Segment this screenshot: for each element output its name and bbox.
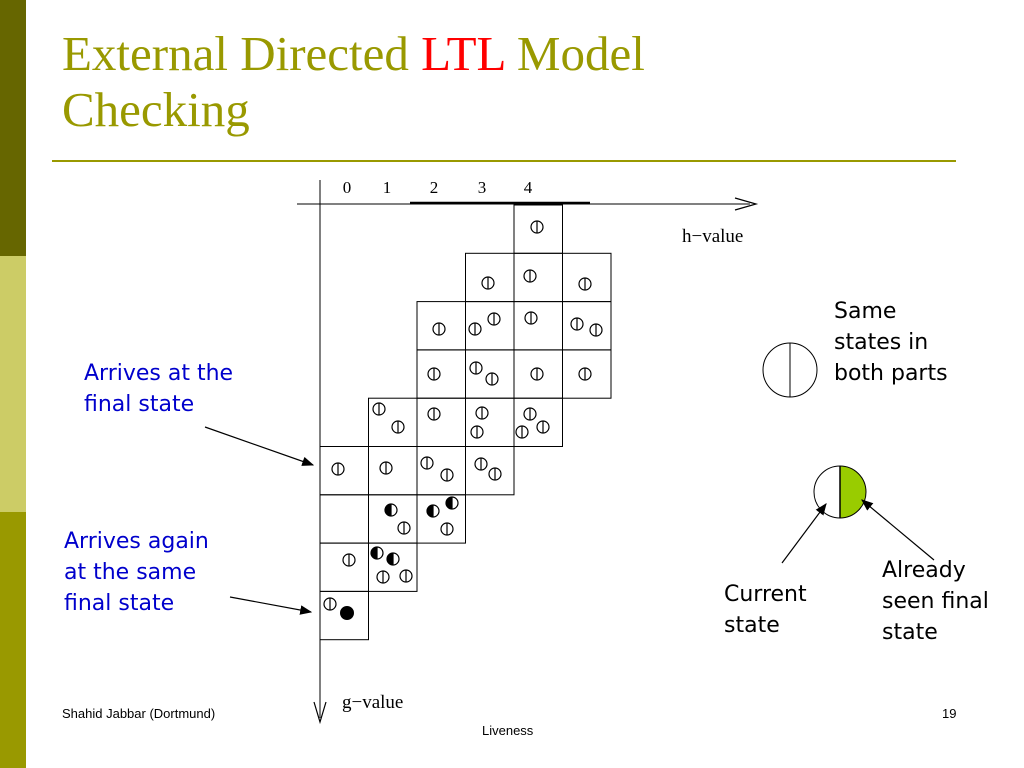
legend-current-state-text: Current state: [724, 582, 807, 638]
grid-cell: [319, 494, 369, 544]
note-arrives-final: Arrives at the final state: [84, 361, 234, 417]
state-stone: [578, 367, 592, 381]
sidebar-block-light: [0, 256, 26, 512]
state-stone: [481, 276, 495, 290]
state-stone-half-filled: [370, 546, 384, 560]
state-stone: [379, 461, 393, 475]
grid-cell: [319, 590, 369, 641]
state-stone: [397, 521, 411, 535]
state-stone: [530, 367, 544, 381]
grid-cell: [465, 397, 515, 448]
state-stone: [515, 425, 529, 439]
grid-cell: [416, 397, 466, 448]
column-number: 2: [430, 178, 439, 197]
state-stone: [469, 361, 483, 375]
sidebar-block-medium: [0, 512, 26, 768]
state-stone: [488, 467, 502, 481]
grid-cell: [513, 252, 563, 303]
legend-already-seen-text: Already seen final state: [882, 558, 989, 645]
legend-same-states-text: Same states in both parts: [834, 299, 948, 386]
h-axis-arrow: [734, 197, 759, 211]
title-highlight: LTL: [421, 26, 505, 81]
grid-cell: [368, 542, 418, 592]
h-axis-label: h−value: [682, 226, 743, 247]
legend-same-states-icon: [762, 342, 818, 398]
state-stone: [530, 220, 544, 234]
note-arrives-again: Arrives again at the same final state: [64, 529, 209, 616]
sidebar-block-dark: [0, 0, 26, 256]
state-stone: [536, 420, 550, 434]
column-number: 3: [478, 178, 487, 197]
state-stone: [331, 462, 345, 476]
state-stone: [342, 553, 356, 567]
column-number: 4: [524, 178, 533, 197]
grid-cell: [562, 252, 612, 303]
state-stone: [376, 570, 390, 584]
state-stone: [420, 456, 434, 470]
state-stone: [589, 323, 603, 337]
grid-cell: [513, 301, 563, 351]
arrow-already-seen: [861, 499, 935, 561]
state-stone: [468, 322, 482, 336]
arrow-arrives-again: [229, 596, 313, 615]
state-stone: [524, 311, 538, 325]
legend-current-vs-seen-icon: [813, 465, 867, 519]
state-stone: [432, 322, 446, 336]
grid-cell: [416, 494, 466, 544]
g-axis-label: g−value: [342, 692, 403, 713]
state-stone: [440, 468, 454, 482]
state-stone: [523, 269, 537, 283]
state-stone: [440, 522, 454, 536]
grid-cell: [513, 397, 563, 448]
title-part2: Model: [504, 26, 645, 81]
state-stone: [475, 406, 489, 420]
state-stone: [487, 312, 501, 326]
state-stone: [485, 372, 499, 386]
g-axis-arrow: [313, 701, 327, 725]
title-line2: Checking: [62, 82, 250, 137]
arrow-arrives-final: [204, 426, 315, 466]
footer-author: Shahid Jabbar (Dortmund): [62, 706, 216, 721]
grid-cell: [562, 301, 612, 351]
state-stone: [523, 407, 537, 421]
state-stone: [470, 425, 484, 439]
grid-cell: [416, 349, 466, 399]
state-stone: [474, 457, 488, 471]
title-part1: External Directed: [62, 26, 422, 81]
state-stone: [323, 597, 337, 611]
column-number: 0: [343, 178, 352, 197]
grid-cell: [368, 494, 418, 544]
state-stone: [427, 407, 441, 421]
footer-page-number: 19: [942, 706, 957, 721]
state-stone: [399, 569, 413, 583]
state-stone: [391, 420, 405, 434]
title-underline: [52, 160, 956, 162]
state-stone-filled: [340, 606, 354, 620]
grid-cell: [368, 446, 418, 496]
slide-title: External Directed LTL Model Checking: [62, 26, 822, 138]
grid-cell: [416, 446, 466, 496]
state-stone: [578, 277, 592, 291]
state-stone-half-filled: [445, 496, 459, 510]
state-stone-half-filled: [426, 504, 440, 518]
sidebar-decoration: [0, 0, 26, 768]
state-stone: [427, 367, 441, 381]
arrow-current-state: [781, 503, 827, 564]
footer-topic: Liveness: [482, 723, 534, 738]
grid-cell: [319, 542, 369, 592]
column-number: 1: [383, 178, 392, 197]
grid-cell: [465, 446, 515, 496]
state-stone-half-filled: [384, 503, 398, 517]
state-stone: [570, 317, 584, 331]
state-stone: [372, 402, 386, 416]
state-stone-half-filled: [386, 552, 400, 566]
axes: [297, 180, 759, 725]
grid-cell: [562, 349, 612, 399]
